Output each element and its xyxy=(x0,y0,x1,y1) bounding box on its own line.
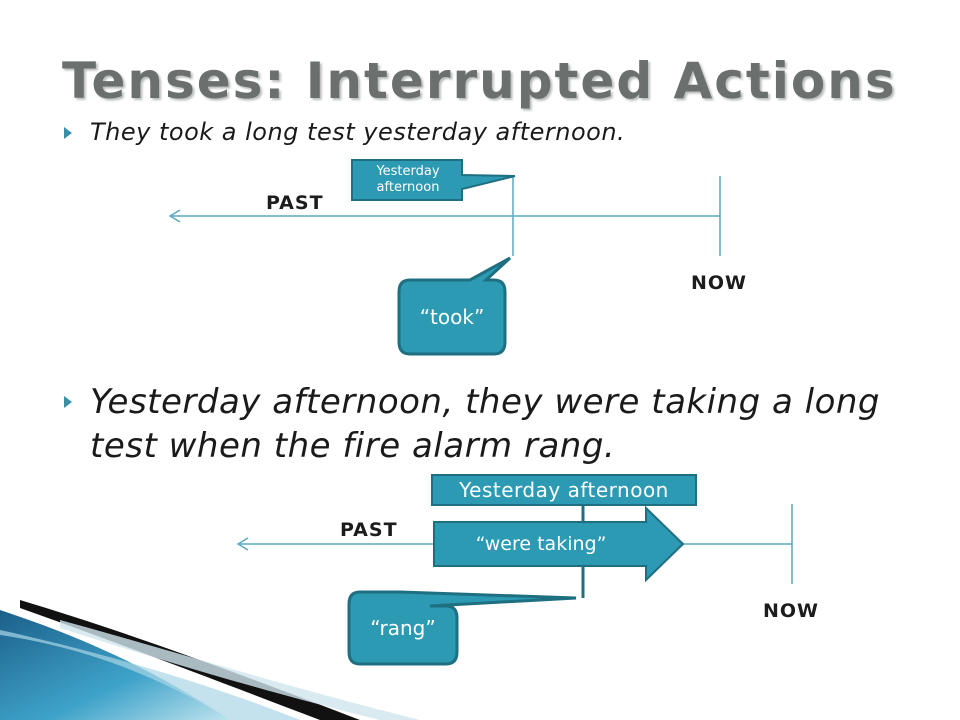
bullet-arrow-icon xyxy=(64,396,72,408)
callout-time-1 xyxy=(351,159,516,201)
timeline-arrowhead-2 xyxy=(236,537,249,551)
callout-took xyxy=(397,256,512,356)
now-label-1: NOW xyxy=(691,272,748,294)
decorative-swoosh xyxy=(0,600,420,720)
bullet-2-line-2: test when the fire alarm rang. xyxy=(90,426,616,466)
bullet-2: Yesterday afternoon, they were taking a … xyxy=(90,380,880,468)
progress-arrow xyxy=(433,505,685,583)
now-label-2: NOW xyxy=(763,600,820,622)
time-bar-yesterday-afternoon: Yesterday afternoon xyxy=(431,474,697,506)
past-label-2: PAST xyxy=(340,519,398,541)
bullet-arrow-icon xyxy=(64,127,72,139)
bullet-2-line-1: Yesterday afternoon, they were taking a … xyxy=(90,382,881,422)
timeline-arrowhead-1 xyxy=(168,209,181,223)
past-label-1: PAST xyxy=(266,192,324,214)
bullet-1: They took a long test yesterday afternoo… xyxy=(90,118,626,146)
slide-title: Tenses: Interrupted Actions xyxy=(62,52,897,110)
callout-rang xyxy=(347,590,577,666)
